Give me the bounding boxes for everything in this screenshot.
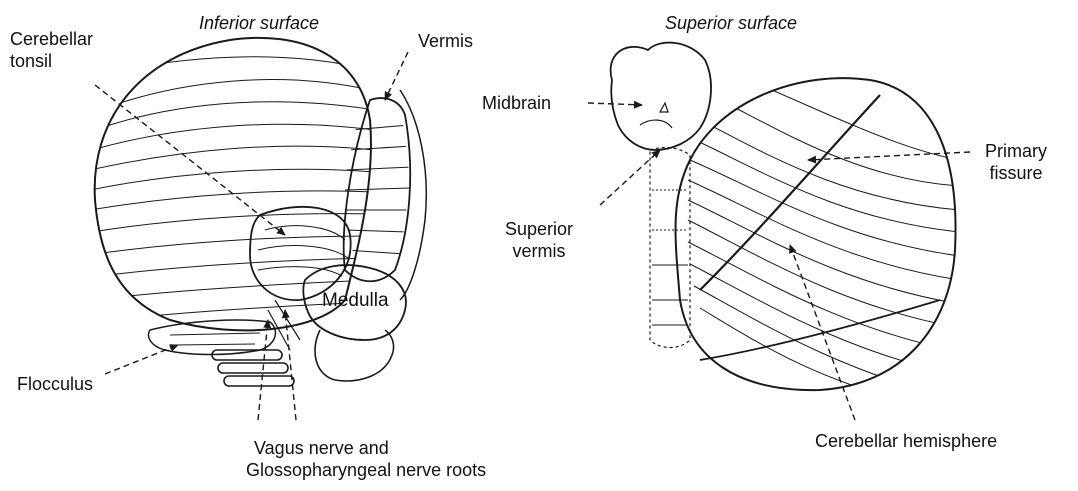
label-flocculus: Flocculus — [17, 373, 93, 395]
midbrain-outline — [611, 43, 711, 150]
label-vagus-line1: Vagus nerve and — [246, 437, 486, 459]
label-cerebellar-hemisphere: Cerebellar hemisphere — [815, 430, 997, 452]
label-vagus-glossopharyngeal: Vagus nerve and Glossopharyngeal nerve r… — [246, 437, 486, 481]
superior-surface-title: Superior surface — [665, 12, 797, 34]
right-hemisphere-outline — [676, 78, 956, 390]
label-primary-fissure: Primary fissure — [985, 140, 1047, 184]
inferior-surface-title: Inferior surface — [199, 12, 319, 34]
label-midbrain: Midbrain — [482, 92, 551, 114]
label-superior-vermis-line2: vermis — [505, 240, 573, 262]
label-medulla: Medulla — [322, 290, 389, 312]
label-vermis: Vermis — [418, 30, 473, 52]
nerve-roots — [212, 300, 300, 386]
label-primary-fissure-line2: fissure — [985, 162, 1047, 184]
label-cerebellar-tonsil-line2: tonsil — [10, 50, 93, 72]
tonsil-outline — [250, 207, 351, 300]
leader-vermis — [385, 52, 408, 100]
leader-superior-vermis — [600, 150, 660, 205]
inferior-surface-figure — [90, 38, 426, 386]
primary-fissure-line — [700, 95, 880, 290]
label-vagus-line2: Glossopharyngeal nerve roots — [246, 459, 486, 481]
label-cerebellar-tonsil-line1: Cerebellar — [10, 28, 93, 50]
label-superior-vermis-line1: Superior — [505, 218, 573, 240]
leader-flocculus — [105, 345, 178, 374]
leader-cerebellar-hemisphere — [790, 245, 855, 420]
right-hemisphere-folia — [688, 85, 960, 410]
left-hemisphere-folia — [90, 57, 375, 318]
leader-vagus-1 — [258, 320, 268, 420]
superior-surface-figure — [611, 43, 960, 410]
label-primary-fissure-line1: Primary — [985, 140, 1047, 162]
label-superior-vermis: Superior vermis — [505, 218, 573, 262]
label-cerebellar-tonsil: Cerebellar tonsil — [10, 28, 93, 72]
leader-midbrain — [588, 103, 642, 105]
